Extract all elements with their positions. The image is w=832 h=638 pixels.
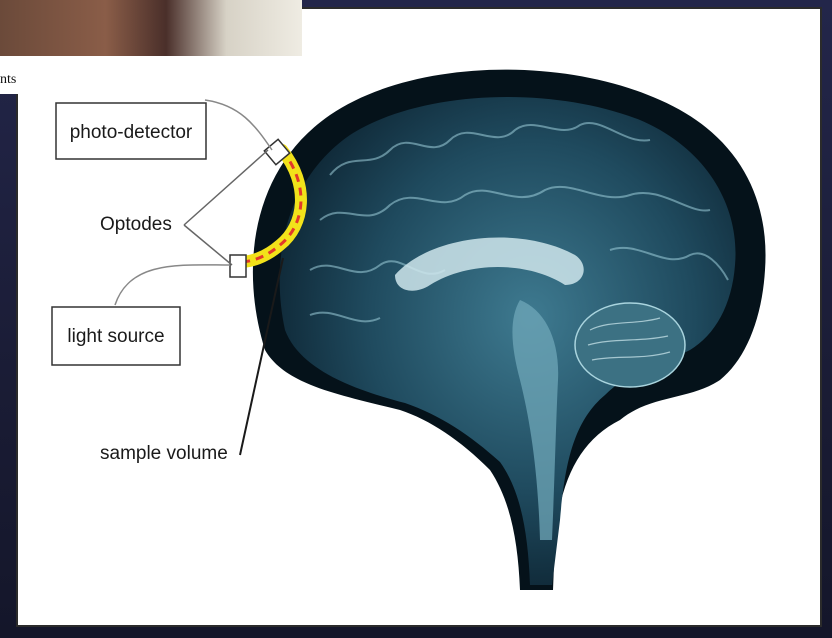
- sample-volume-label: sample volume: [100, 443, 228, 464]
- source-optode: [230, 255, 246, 277]
- cerebellum: [575, 303, 685, 387]
- photo-detector-label: photo-detector: [70, 122, 193, 143]
- optodes-label: Optodes: [100, 214, 172, 235]
- light-source-label: light source: [67, 326, 164, 347]
